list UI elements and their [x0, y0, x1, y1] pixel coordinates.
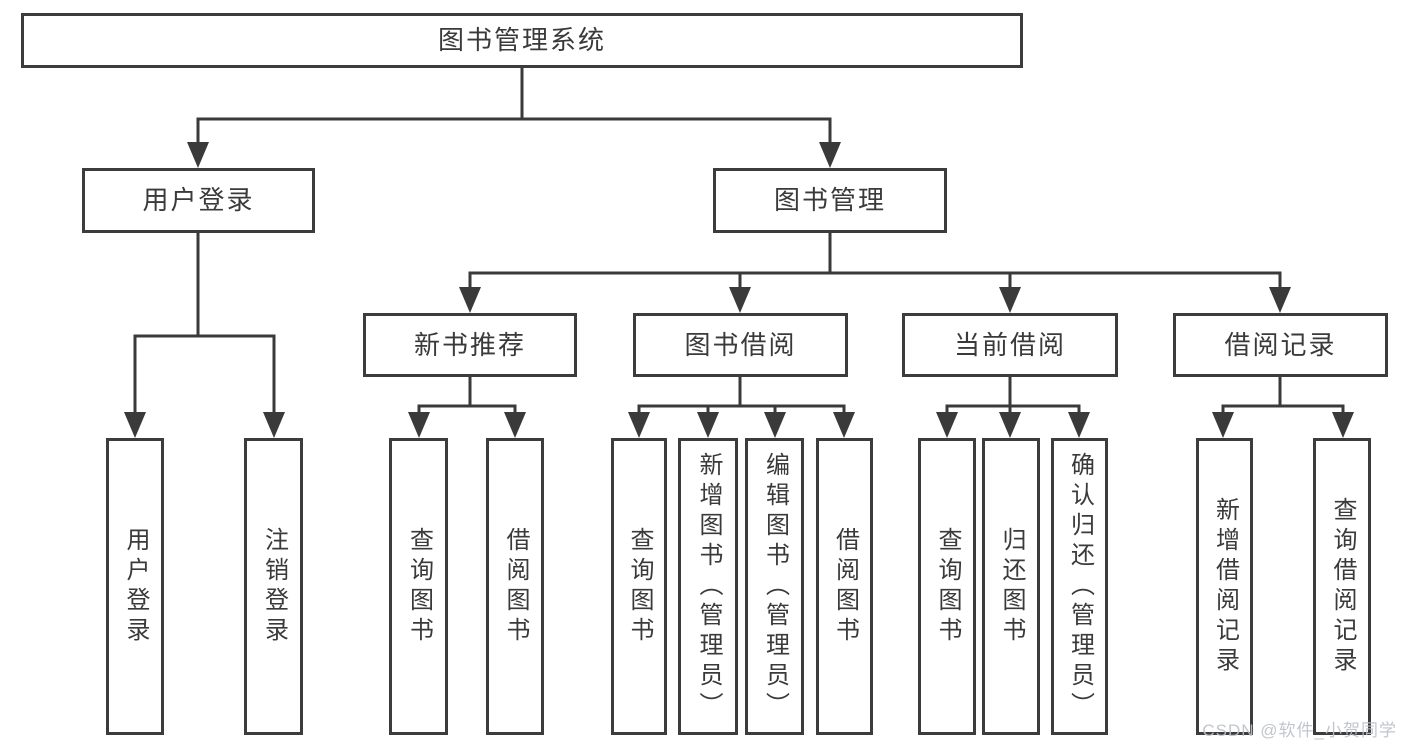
- leaf-query-books-borrowing: 查询图书: [611, 438, 667, 735]
- leaf-add-books-admin: 新增图书（管理员）: [678, 438, 738, 735]
- arrowheads: [124, 142, 1354, 438]
- leaf-confirm-return-admin: 确认归还（管理员）: [1051, 438, 1108, 735]
- leaf-query-books-current: 查询图书: [918, 438, 976, 735]
- node-new-book-recommend: 新书推荐: [363, 313, 577, 377]
- node-current-borrowing: 当前借阅: [902, 313, 1118, 377]
- leaf-query-books-recommend: 查询图书: [389, 438, 448, 735]
- leaf-return-books: 归还图书: [982, 438, 1040, 735]
- leaf-add-borrow-record: 新增借阅记录: [1196, 438, 1253, 735]
- leaf-query-borrow-record: 查询借阅记录: [1313, 438, 1371, 735]
- leaf-user-login: 用户登录: [106, 438, 164, 735]
- node-book-borrowing: 图书借阅: [633, 313, 848, 377]
- csdn-watermark: CSDN @软件_小贺同学: [1202, 721, 1397, 740]
- node-user-login: 用户登录: [82, 168, 315, 233]
- node-book-management-system: 图书管理系统: [21, 13, 1023, 68]
- leaf-edit-books-admin: 编辑图书（管理员）: [745, 438, 804, 735]
- leaf-logout: 注销登录: [244, 438, 303, 735]
- leaf-borrow-books-recommend: 借阅图书: [486, 438, 544, 735]
- node-book-management: 图书管理: [713, 168, 947, 233]
- node-borrowing-records: 借阅记录: [1173, 313, 1388, 377]
- leaf-borrow-books: 借阅图书: [816, 438, 873, 735]
